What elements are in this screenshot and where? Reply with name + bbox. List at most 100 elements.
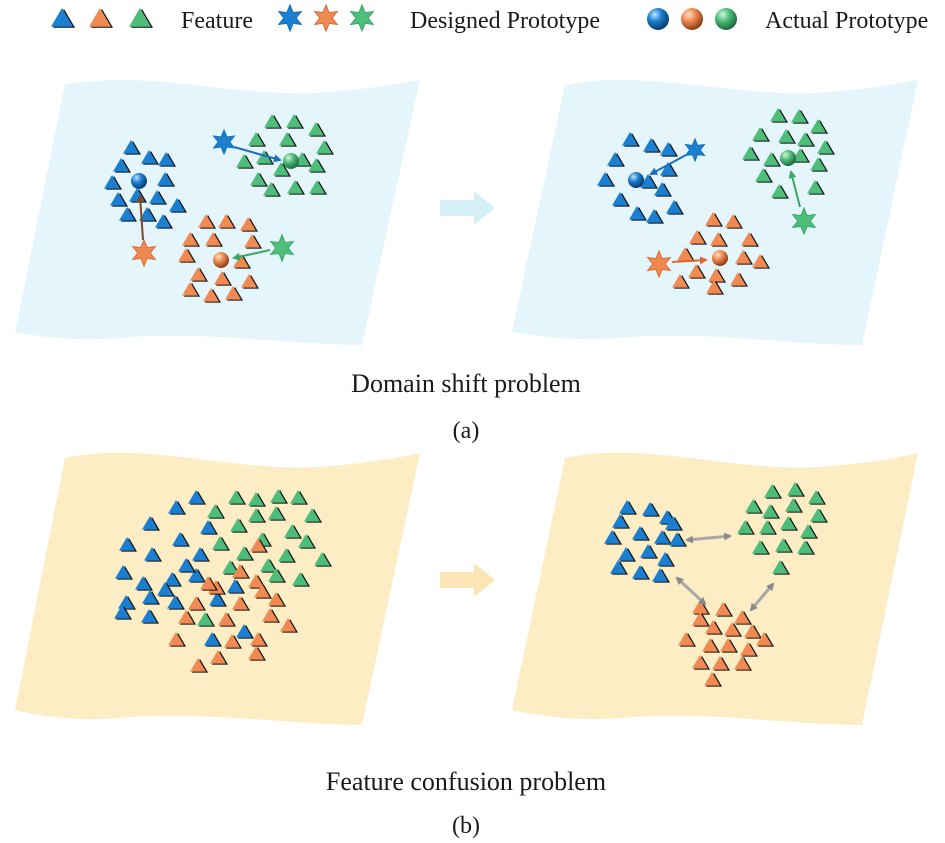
arrow [233,146,282,163]
star-icon [277,3,303,33]
triangle-icon [752,254,770,269]
triangle-icon [618,547,636,562]
triangle-icon [304,508,322,523]
triangle-icon [114,605,132,620]
triangle-icon [764,484,782,499]
triangle-icon [142,590,160,605]
triangle-icon [612,192,630,207]
triangle-icon [119,537,137,552]
triangle-icon [268,592,286,607]
legend-actual-icons [647,8,737,30]
triangle-icon [286,114,304,129]
triangle-icon [787,482,805,497]
triangle-icon [157,172,175,187]
section-a: Domain shift problem (a) [15,79,918,444]
triangle-icon [115,565,133,580]
section-b-label: (b) [452,813,480,839]
triangle-icon [712,656,730,671]
triangle-icon [164,572,182,587]
triangle-icon [622,132,640,147]
triangle-icon [260,558,278,573]
star-icon [349,3,375,33]
triangle-icon [188,490,206,505]
triangle-icon [290,490,308,505]
triangle-icon [692,612,710,627]
triangle-icon [808,490,826,505]
sphere-icon [780,150,796,166]
triangle-icon [287,180,305,195]
triangle-icon [224,634,242,649]
triangle-icon [752,127,770,142]
triangle-icon [256,150,274,165]
triangle-icon [810,157,828,172]
triangle-icon [807,180,825,195]
arrow [136,194,145,241]
triangle-icon [250,632,268,647]
triangle-icon [612,514,630,529]
arrow [671,256,708,265]
sphere-icon [628,172,644,188]
triangle-icon [708,268,726,283]
triangle-icon [236,154,254,169]
triangle-icon [227,579,245,594]
triangle-icon [254,584,272,599]
triangle-icon [770,108,788,123]
star-icon [646,249,672,279]
triangle-icon [669,532,687,547]
triangle-icon [792,148,810,163]
triangle-icon [740,642,758,657]
triangle-icon [149,190,167,205]
triangle-icon [724,622,742,637]
triangle-icon [672,274,690,289]
triangle-icon [800,524,818,539]
triangle-icon [652,568,670,583]
legend: Feature Designed Prototype Actual Protot… [51,3,928,34]
panel-a-left [15,79,420,346]
triangle-icon [607,152,625,167]
triangle-icon [240,217,258,232]
triangle-icon [744,624,762,639]
legend-feature-icons [51,8,153,28]
triangle-icon [642,502,660,517]
triangle-icon [640,174,658,189]
triangle-icon [192,547,210,562]
triangle-icon [284,524,302,539]
triangle-icon [755,168,773,183]
triangle-icon [704,672,722,687]
triangle-icon [706,280,724,295]
triangle-icon [810,119,828,134]
triangle-icon [262,608,280,623]
triangle-icon [730,272,748,287]
triangle-icon [123,140,141,155]
triangle-icon [198,214,216,229]
triangle-icon [214,271,232,286]
triangle-icon [604,530,622,545]
triangle-icon [710,232,728,247]
triangle-icon [268,506,286,521]
triangle-icon [785,498,803,513]
right-arrow-icon [440,191,495,225]
triangle-icon [735,250,753,265]
star-icon [791,206,817,236]
triangle-icon [720,638,738,653]
triangle-icon [228,490,246,505]
triangle-icon [141,150,159,165]
triangle-icon [705,212,723,227]
triangle-icon [646,209,664,224]
triangle-icon [657,552,675,567]
triangle-icon [692,655,710,670]
sphere-icon [681,8,703,30]
arrow [788,170,801,208]
triangle-icon [248,508,266,523]
star-icon [212,128,236,156]
triangle-icon [763,152,781,167]
legend-designed-label: Designed Prototype [410,8,600,34]
triangle-icon [230,518,248,533]
sphere-icon [131,173,147,189]
sphere-icon [283,153,299,169]
legend-feature-label: Feature [181,8,253,34]
triangle-icon [734,610,752,625]
double-arrow [685,532,732,544]
triangle-icon [692,600,710,615]
triangle-icon [188,596,206,611]
